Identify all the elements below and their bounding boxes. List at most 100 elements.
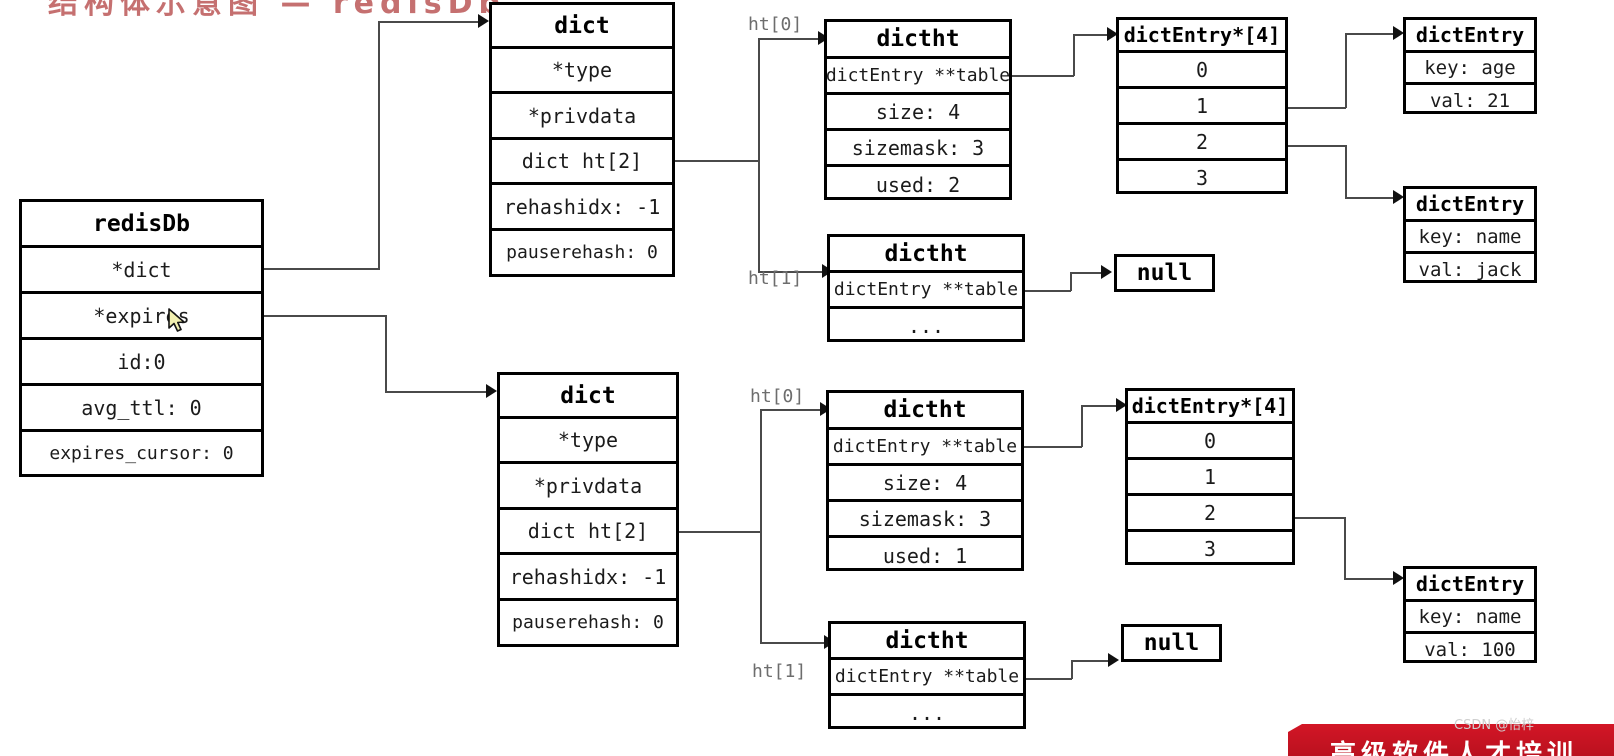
dictht-top-ht0-field-size: size: 4 — [827, 95, 1009, 131]
dictentry-age-title: dictEntry — [1406, 20, 1534, 53]
connector-top-table-v — [1073, 34, 1075, 76]
connector-arr-bot-s2-h1 — [1295, 517, 1345, 519]
redisdb-struct: redisDb *dict *expires id:0 avg_ttl: 0 e… — [19, 199, 264, 477]
array-top-slot-2: 2 — [1119, 125, 1285, 161]
dictht-top-ht0-field-used: used: 2 — [875, 173, 961, 197]
label-ht0-bottom: ht[0] — [750, 386, 805, 407]
connector-arr-bot-s2-h2 — [1344, 578, 1399, 580]
dictht-bottom-ht0-title: dictht — [829, 393, 1021, 430]
banner-text: 高级软件人才培训 — [1330, 740, 1579, 756]
dictht-bottom-ht1-title: dictht — [831, 624, 1023, 660]
dictht-top-ht1-struct: dictht dictEntry **table ... — [827, 234, 1025, 342]
dict-top-field-rehashidx: rehashidx: -1 — [492, 185, 672, 231]
connector-bot-ht0-h — [760, 409, 822, 411]
array-bottom-struct: dictEntry*[4] 0 1 2 3 — [1125, 388, 1295, 565]
dict-top-title: dict — [492, 5, 672, 49]
dictentry-jack-key: key: name — [1406, 222, 1534, 254]
dictht-bottom-ht1-field-ellipsis: ... — [908, 700, 946, 725]
connector-bot-null-arrow — [1108, 653, 1119, 667]
redisdb-field-expires-cursor: expires_cursor: 0 — [49, 442, 234, 464]
dict-bottom-title: dict — [500, 375, 676, 419]
connector-dict-arrow — [478, 14, 489, 28]
null-box-bottom: null — [1121, 624, 1222, 662]
connector-expires-arrow — [486, 384, 497, 398]
connector-arr-top-s1-arrow — [1393, 26, 1404, 40]
banner-ribbon — [1288, 724, 1614, 756]
redisdb-field-dict: *dict — [22, 248, 261, 294]
connector-top-null-v — [1070, 272, 1072, 291]
connector-bot-ht-stem — [679, 531, 761, 533]
connector-top-ht-trunk — [758, 38, 760, 272]
csdn-watermark: CSDN @怡梓 — [1454, 718, 1535, 733]
dictht-bottom-ht0-struct: dictht dictEntry **table size: 4 sizemas… — [826, 390, 1024, 571]
dictentry-100-struct: dictEntry key: name val: 100 — [1403, 566, 1537, 663]
dictentry-100-key: key: name — [1406, 602, 1534, 634]
dict-bottom-field-pauserehash: pauserehash: 0 — [512, 612, 664, 633]
connector-expires-seg-h2 — [385, 391, 488, 393]
redisdb-field-expires: *expires — [22, 294, 261, 340]
connector-dict-seg-h1 — [264, 268, 379, 270]
dict-top-field-type: *type — [492, 49, 672, 94]
connector-bot-table-v — [1081, 405, 1083, 447]
dictht-bottom-ht0-field-table: dictEntry **table — [829, 430, 1021, 466]
dictht-bottom-ht1-struct: dictht dictEntry **table ... — [828, 621, 1026, 729]
connector-top-table-arrow — [1107, 27, 1118, 41]
dictentry-jack-val: val: jack — [1418, 259, 1522, 281]
connector-bot-ht-trunk — [760, 409, 762, 643]
dictht-bottom-ht1-field-table: dictEntry **table — [831, 660, 1023, 696]
dict-bottom-field-ht: dict ht[2] — [500, 510, 676, 555]
dict-bottom-field-privdata: *privdata — [500, 464, 676, 510]
connector-bot-table-h1 — [1024, 446, 1082, 448]
array-bottom-slot-1: 1 — [1128, 460, 1292, 496]
dictht-bottom-ht0-field-size: size: 4 — [829, 466, 1021, 502]
connector-arr-top-s1-v — [1345, 33, 1347, 108]
dictht-top-ht1-field-ellipsis: ... — [907, 313, 945, 338]
array-bottom-slot-2: 2 — [1128, 496, 1292, 532]
array-top-slot-3: 3 — [1195, 165, 1209, 190]
dictentry-age-val: val: 21 — [1429, 90, 1511, 112]
label-ht1-bottom: ht[1] — [752, 661, 807, 682]
dictentry-jack-title: dictEntry — [1406, 189, 1534, 222]
dictht-top-ht1-title: dictht — [830, 237, 1022, 273]
connector-dict-seg-v — [378, 21, 380, 270]
redisdb-title: redisDb — [22, 202, 261, 248]
dictentry-100-val: val: 100 — [1424, 639, 1516, 661]
connector-bot-table-arrow — [1116, 398, 1127, 412]
array-bottom-slot-0: 0 — [1128, 424, 1292, 460]
dictentry-jack-struct: dictEntry key: name val: jack — [1403, 186, 1537, 283]
top-title-clipped: 结构体示意图 — redisDb — [48, 0, 507, 21]
connector-arr-bot-s2-arrow — [1393, 571, 1404, 585]
dict-bottom-field-type: *type — [500, 419, 676, 464]
connector-bot-null-h2 — [1071, 660, 1114, 662]
connector-expires-seg-h1 — [264, 315, 386, 317]
connector-bot-ht1-h — [760, 642, 826, 644]
dictht-bottom-ht0-field-sizemask: sizemask: 3 — [829, 502, 1021, 538]
watermark-banner: 高级软件人才培训 — [1288, 714, 1614, 756]
connector-arr-bot-s2-v — [1344, 517, 1346, 579]
dictht-top-ht0-struct: dictht dictEntry **table size: 4 sizemas… — [824, 19, 1012, 200]
connector-top-null-arrow — [1101, 265, 1112, 279]
label-ht0-top: ht[0] — [748, 14, 803, 35]
array-top-title: dictEntry*[4] — [1119, 20, 1285, 53]
dictentry-age-key: key: age — [1406, 53, 1534, 85]
dict-bottom-struct: dict *type *privdata dict ht[2] rehashid… — [497, 372, 679, 647]
connector-arr-top-s2-h2 — [1345, 197, 1399, 199]
connector-dict-seg-h2 — [378, 21, 480, 23]
connector-top-null-h2 — [1070, 272, 1107, 274]
dict-top-struct: dict *type *privdata dict ht[2] rehashid… — [489, 2, 675, 277]
array-top-struct: dictEntry*[4] 0 1 2 3 — [1116, 17, 1288, 194]
dictentry-age-struct: dictEntry key: age val: 21 — [1403, 17, 1537, 114]
connector-bot-ht0-arrow — [820, 402, 831, 416]
dictht-bottom-ht0-field-used: used: 1 — [882, 544, 968, 568]
dict-top-field-ht: dict ht[2] — [492, 140, 672, 185]
dictht-top-ht1-field-table: dictEntry **table — [830, 273, 1022, 309]
dict-top-field-privdata: *privdata — [492, 94, 672, 140]
label-ht1-top: ht[1] — [748, 268, 803, 289]
dict-top-field-pauserehash: pauserehash: 0 — [506, 242, 658, 263]
array-top-slot-0: 0 — [1119, 53, 1285, 89]
connector-arr-top-s1-h1 — [1288, 107, 1346, 109]
connector-bot-null-h1 — [1026, 678, 1072, 680]
dictht-top-ht0-field-sizemask: sizemask: 3 — [827, 131, 1009, 167]
array-bottom-slot-3: 3 — [1203, 536, 1217, 561]
